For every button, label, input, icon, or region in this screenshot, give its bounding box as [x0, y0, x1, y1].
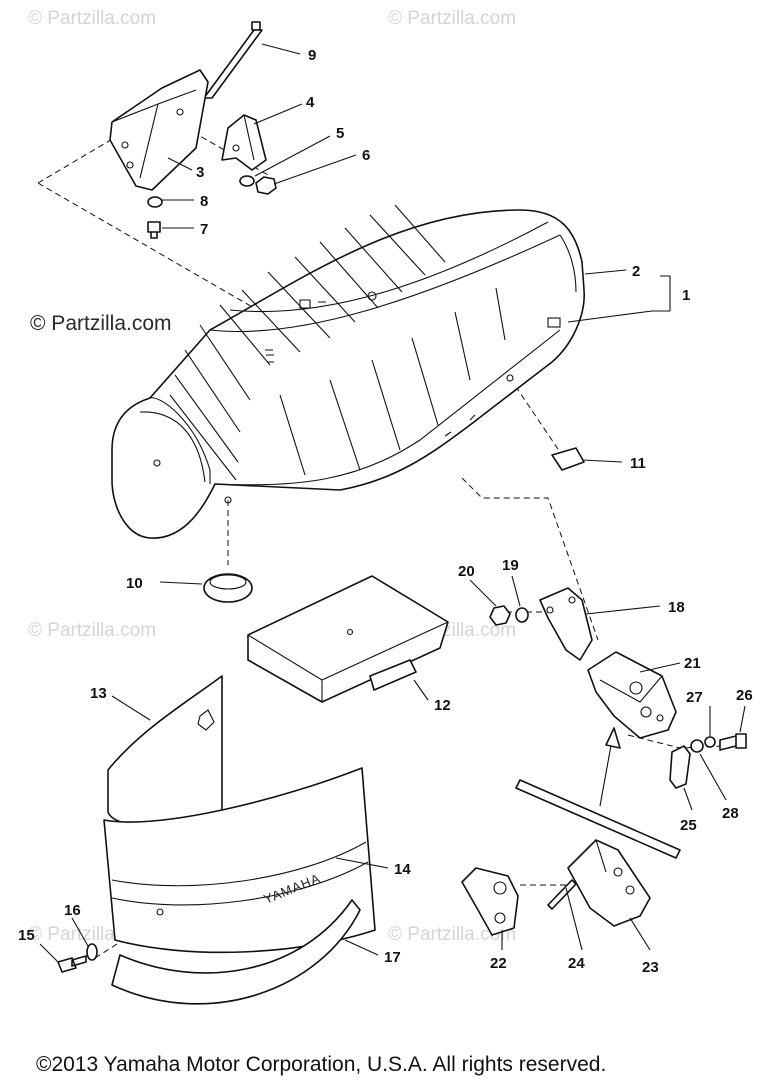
leader-25 [683, 787, 693, 811]
leader-10 [159, 581, 203, 585]
leader-15 [39, 943, 59, 963]
part-25-link [669, 745, 691, 789]
part-3-bracket [109, 69, 209, 191]
part-15-bolt [57, 955, 87, 973]
leader-21 [639, 662, 681, 673]
leader-28 [699, 753, 727, 801]
guide-line [509, 377, 561, 453]
part-4-bracket [221, 114, 267, 171]
callout-19: 19 [502, 557, 519, 574]
callout-28: 28 [722, 805, 739, 822]
leader-18 [585, 605, 661, 615]
watermark: © Partzilla.com [388, 8, 517, 29]
leader-5 [254, 135, 331, 177]
leader-9 [261, 43, 301, 55]
callout-2: 2 [632, 263, 640, 280]
part-13-panel [107, 675, 223, 827]
callout-27: 27 [686, 689, 703, 706]
leader-6 [273, 154, 357, 185]
callout-22: 22 [490, 955, 507, 972]
callout-13: 13 [90, 685, 107, 702]
part-21-hinge [587, 651, 677, 739]
reference-bar [515, 779, 681, 859]
reference-arrow [599, 739, 613, 807]
part-26-bolt [719, 733, 747, 751]
part-17-trim [111, 899, 361, 1005]
callout-9: 9 [308, 47, 316, 64]
callout-24: 24 [568, 955, 585, 972]
part-18-bracket [539, 587, 593, 661]
part-14-cover: YAMAHA [103, 767, 376, 954]
leader-23 [629, 917, 651, 951]
callout-26: 26 [736, 687, 753, 704]
reference-arrow-head [605, 727, 621, 749]
leader-1 [567, 275, 671, 323]
guide-line [37, 182, 293, 331]
callout-10: 10 [126, 575, 143, 592]
callout-20: 20 [458, 563, 475, 580]
callout-6: 6 [362, 147, 370, 164]
callout-25: 25 [680, 817, 697, 834]
callout-7: 7 [200, 221, 208, 238]
part-8-washer [147, 196, 163, 208]
part-6-nut [255, 176, 277, 195]
guide-line [37, 111, 159, 184]
seat-assembly [111, 204, 585, 539]
callout-11: 11 [630, 455, 646, 472]
callout-17: 17 [384, 949, 401, 966]
watermark: © Partzilla.com [28, 620, 157, 641]
callout-14: 14 [394, 861, 411, 878]
leader-4 [253, 103, 303, 125]
leader-20 [469, 579, 497, 607]
leader-26 [739, 705, 746, 733]
leader-3 [167, 157, 193, 171]
leader-19 [511, 575, 521, 607]
leader-2 [584, 269, 627, 275]
leader-16 [71, 917, 89, 947]
part-22-hinge [461, 867, 519, 936]
part-10-damper [203, 573, 253, 603]
callout-18: 18 [668, 599, 685, 616]
callout-3: 3 [196, 164, 204, 181]
part-11-clip [551, 447, 585, 471]
copyright-notice: ©2013 Yamaha Motor Corporation, U.S.A. A… [36, 1053, 607, 1076]
leader-17 [344, 939, 379, 956]
callout-15: 15 [18, 927, 35, 944]
leader-24 [565, 887, 583, 951]
part-16-washer [86, 943, 98, 961]
part-28-washer [690, 739, 704, 753]
part-20-nut [489, 605, 511, 626]
callout-23: 23 [642, 959, 659, 976]
leader-12 [413, 679, 429, 701]
callout-21: 21 [684, 655, 701, 672]
callout-5: 5 [336, 125, 344, 142]
part-23-bracket [567, 839, 651, 927]
leader-14 [335, 857, 389, 869]
part-27-washer [704, 736, 716, 748]
leader-13 [111, 695, 151, 721]
part-9-bolt [203, 21, 263, 99]
callout-1: 1 [682, 287, 690, 304]
leader-11 [581, 459, 623, 463]
watermark-prominent: © Partzilla.com [30, 312, 172, 335]
callout-4: 4 [306, 94, 315, 111]
part-7-bolt [147, 221, 161, 239]
watermark: © Partzilla.com [28, 8, 157, 29]
part-5-washer [239, 175, 255, 187]
part-12-tray [247, 575, 449, 703]
callout-16: 16 [64, 902, 81, 919]
part-19-washer [515, 607, 529, 623]
part-24-pin [547, 879, 577, 910]
callout-12: 12 [434, 697, 451, 714]
guide-line [461, 477, 599, 641]
watermark: © Partzilla.com [388, 924, 517, 945]
callout-8: 8 [200, 193, 208, 210]
